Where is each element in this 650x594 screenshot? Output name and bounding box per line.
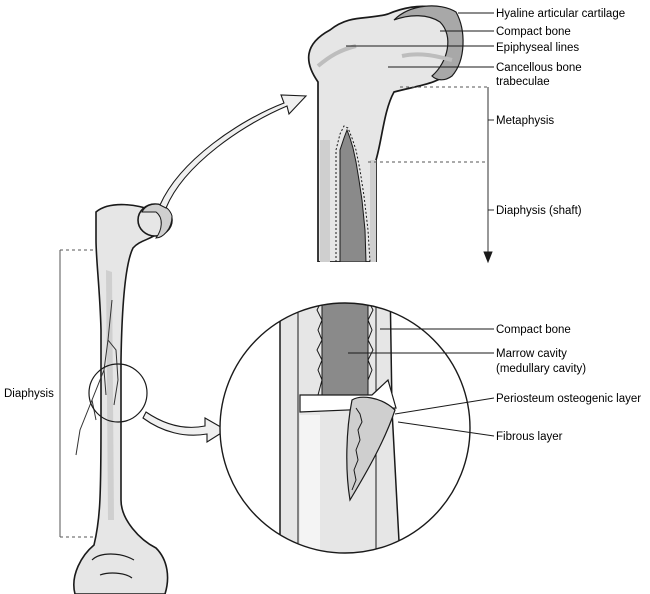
- hyaline-cap: [393, 5, 464, 81]
- diaphysis-bracket: [59, 249, 96, 538]
- magnified-section: [220, 303, 470, 553]
- label-diaphysis: Diaphysis: [4, 388, 54, 400]
- top-marrow-edge: [335, 125, 371, 262]
- label-medullary-cavity: (medullary cavity): [496, 363, 586, 375]
- label-metaphysis: Metaphysis: [496, 115, 554, 127]
- label-trabeculae: trabeculae: [496, 76, 550, 88]
- label-hyaline-cartilage: Hyaline articular cartilage: [496, 8, 625, 20]
- femur-top-enlarged: [307, 5, 464, 262]
- label-compact-bone-top: Compact bone: [496, 26, 571, 38]
- femur-full: [73, 203, 173, 594]
- femur-shaft-shading: [106, 270, 114, 520]
- top-leader-lines: [346, 12, 494, 264]
- label-epiphyseal-lines: Epiphyseal lines: [496, 42, 579, 54]
- top-marrow-cavity: [339, 128, 367, 262]
- arrow-to-top: [159, 94, 308, 209]
- vessel-lines: [75, 299, 119, 456]
- label-periosteum: Periosteum osteogenic layer: [496, 393, 641, 405]
- cortex-shading: [320, 140, 376, 262]
- arrow-to-circle: [142, 411, 228, 443]
- label-fibrous-layer: Fibrous layer: [496, 431, 563, 443]
- circle-leader-lines: [348, 328, 495, 437]
- periosteum-serrated: [351, 407, 363, 491]
- periosteum-flap: [346, 396, 396, 502]
- femur-head-cartilage: [141, 203, 173, 239]
- shaft-lower-shade: [300, 415, 320, 553]
- femur-outline: [73, 203, 169, 594]
- zoom-circle-large: [219, 302, 471, 554]
- label-compact-bone-mid: Compact bone: [496, 324, 571, 336]
- epiphyseal-line: [316, 44, 453, 68]
- label-marrow-cavity: Marrow cavity: [496, 348, 567, 360]
- label-cancellous-bone: Cancellous bone: [496, 62, 582, 74]
- zoom-circle-small: [88, 363, 148, 423]
- marrow-wavy-right: [367, 303, 374, 381]
- marrow-cavity: [321, 303, 369, 396]
- label-diaphysis-shaft: Diaphysis (shaft): [496, 205, 582, 217]
- marrow-wavy-left: [316, 303, 323, 396]
- top-bone-outline: [307, 5, 458, 262]
- condyle-lines: [91, 553, 135, 579]
